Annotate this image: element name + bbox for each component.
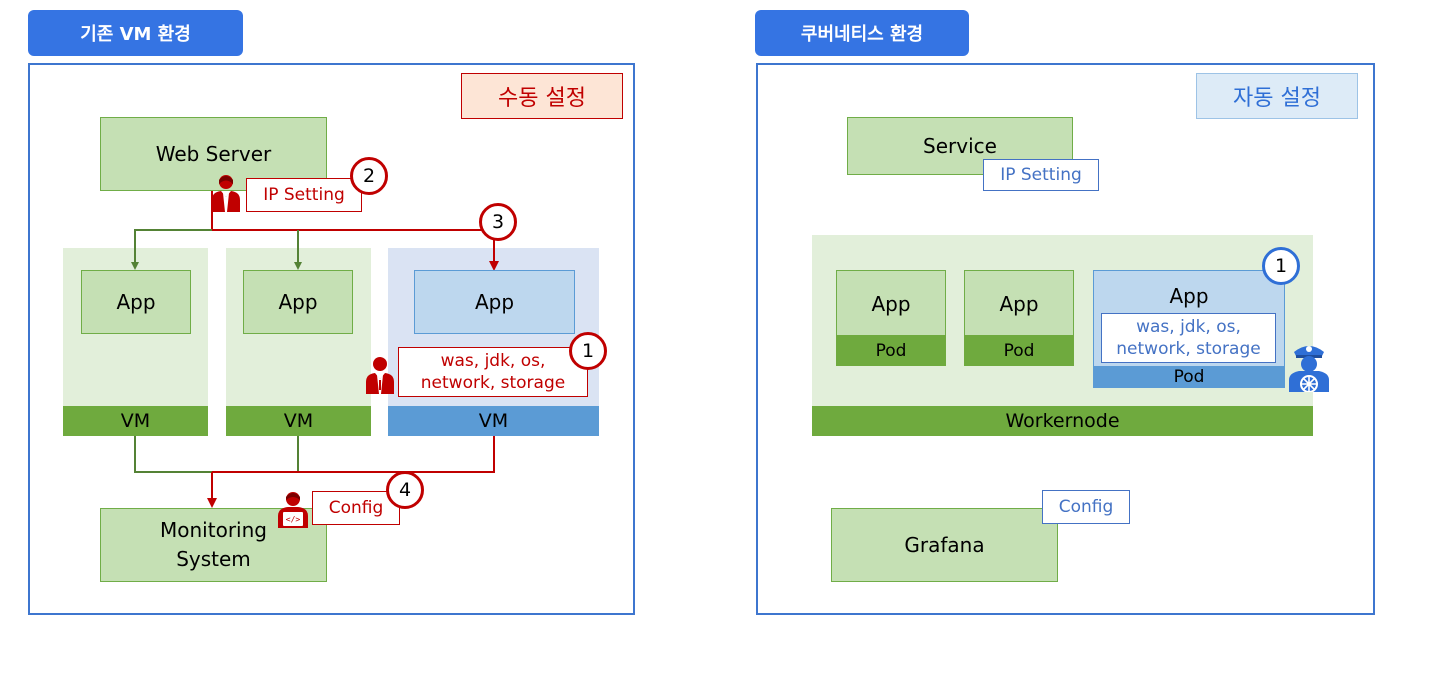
monitoring-line1: Monitoring [160, 518, 267, 542]
left-deps-line2: network, storage [420, 373, 566, 393]
pod-1-bar: Pod [836, 335, 946, 366]
left-app-2: App [243, 270, 353, 334]
right-title-tab: 쿠버네티스 환경 [755, 10, 969, 56]
right-app-3: App [1169, 284, 1209, 308]
right-app-2: App [964, 270, 1074, 337]
workernode-bar: Workernode [812, 406, 1313, 436]
manual-setting-badge: 수동 설정 [461, 73, 623, 119]
person-icon [212, 175, 240, 212]
svg-text:</>: </> [286, 515, 301, 524]
developer-icon: </> [278, 492, 308, 528]
right-config-label: Config [1042, 490, 1130, 524]
grafana-box: Grafana [831, 508, 1058, 582]
left-deps-label: was, jdk, os, network, storage [398, 347, 588, 397]
right-deps-label: was, jdk, os, network, storage [1101, 313, 1276, 363]
left-deps-line1: was, jdk, os, [440, 350, 546, 371]
auto-setting-badge: 자동 설정 [1196, 73, 1358, 119]
step-3-circle: 3 [479, 203, 517, 241]
left-ip-setting-label: IP Setting [246, 178, 362, 212]
step-1-circle-right: 1 [1262, 247, 1300, 285]
left-app-3: App [414, 270, 575, 334]
vm-2-bar: VM [226, 406, 371, 436]
left-app-1: App [81, 270, 191, 334]
right-deps-line1: was, jdk, os, [1136, 316, 1241, 337]
left-title-tab: 기존 VM 환경 [28, 10, 243, 56]
right-deps-line2: network, storage [1116, 339, 1261, 359]
monitoring-line2: System [176, 547, 251, 571]
vm-3-bar: VM [388, 406, 599, 436]
vm-1-bar: VM [63, 406, 208, 436]
right-app-1: App [836, 270, 946, 337]
step-1-circle-left: 1 [569, 332, 607, 370]
step-2-circle: 2 [350, 157, 388, 195]
captain-icon [1289, 346, 1329, 392]
operator-icon [366, 357, 394, 394]
pod-3-bar: Pod [1093, 366, 1285, 388]
pod-2-bar: Pod [964, 335, 1074, 366]
right-ip-setting-label: IP Setting [983, 159, 1099, 191]
step-4-circle: 4 [386, 471, 424, 509]
